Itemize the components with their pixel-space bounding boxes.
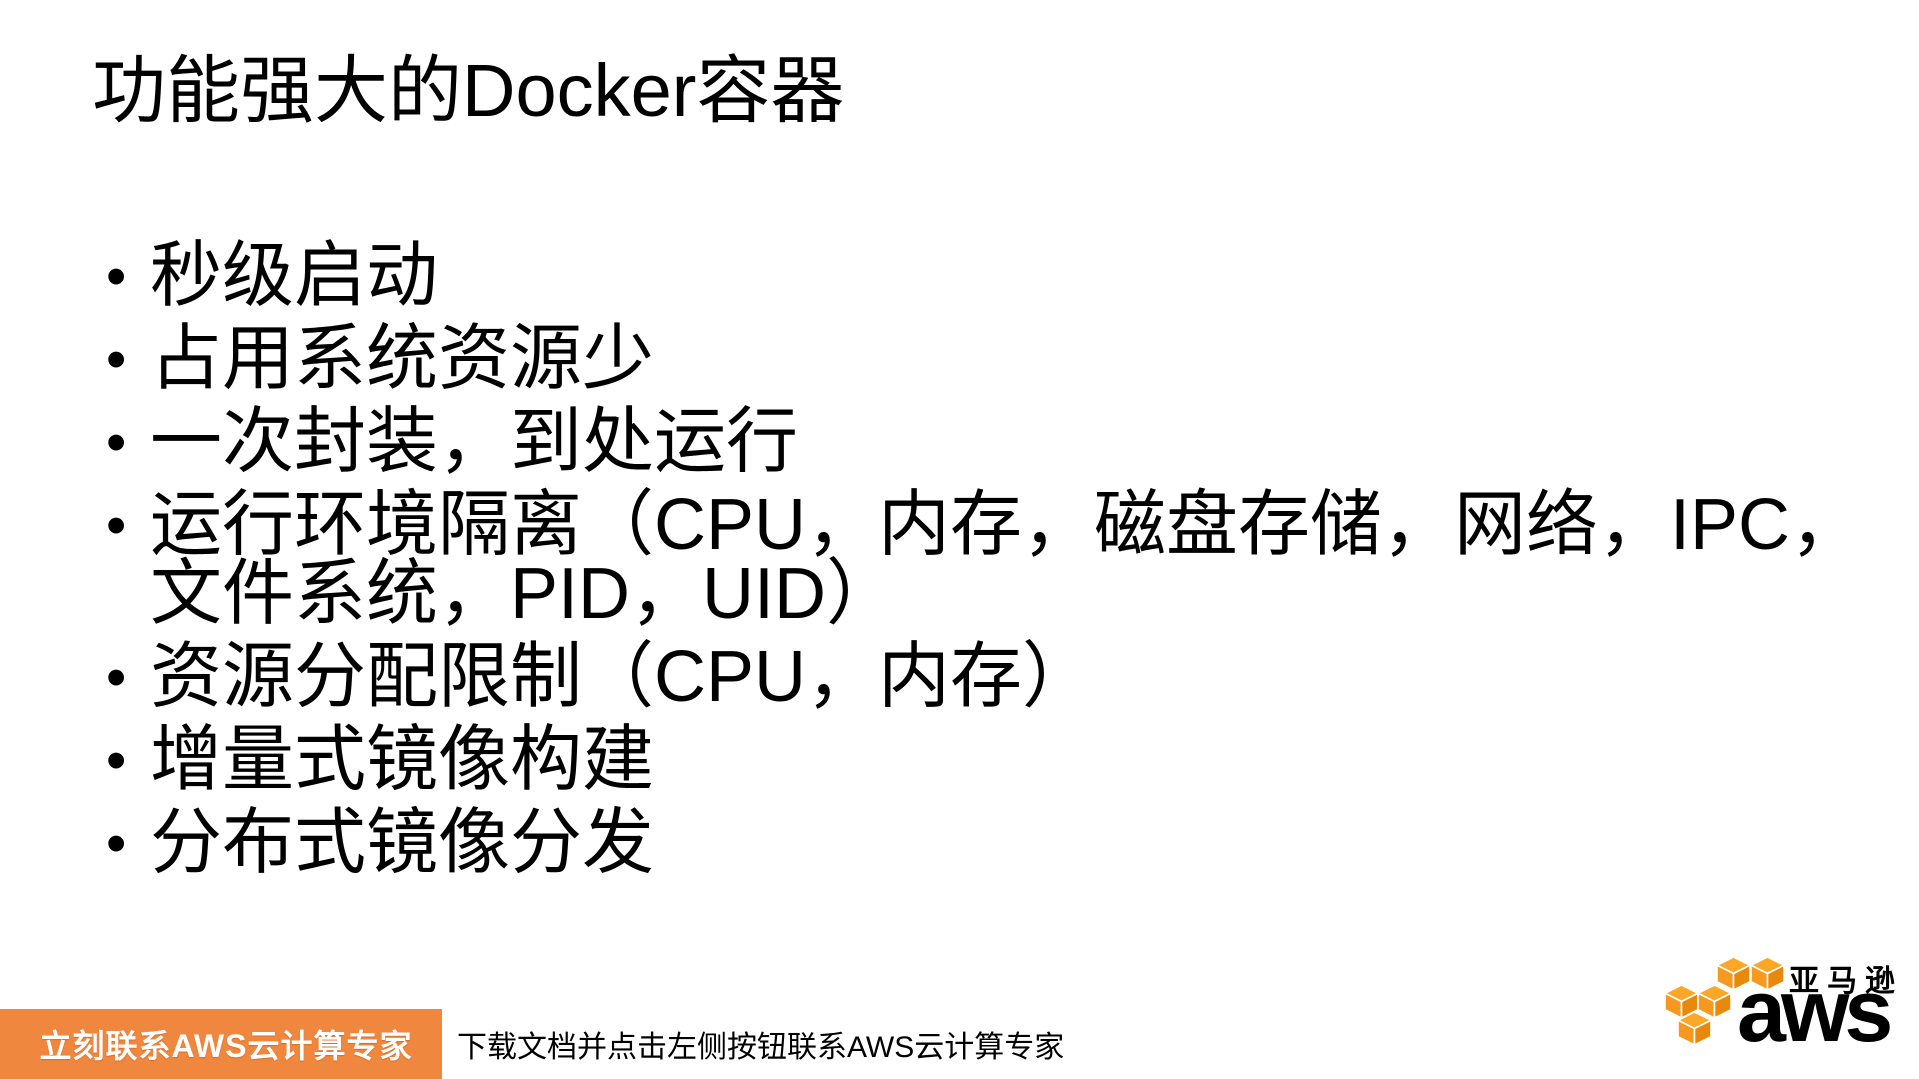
bullet-list: 秒级启动占用系统资源少一次封装，到处运行运行环境隔离（CPU，内存，磁盘存储，网… bbox=[104, 240, 1904, 892]
bullet-item: 运行环境隔离（CPU，内存，磁盘存储，网络，IPC， 文件系统，PID，UID） bbox=[104, 489, 1904, 630]
amazon-cn-label: 亚马逊 bbox=[1789, 965, 1903, 998]
footer-caption: 下载文档并点击左侧按钮联系AWS云计算专家 bbox=[457, 1031, 1065, 1064]
bullet-item: 增量式镜像构建 bbox=[104, 724, 1904, 796]
bullet-item: 秒级启动 bbox=[104, 240, 1904, 312]
aws-wordmark: aws bbox=[1737, 961, 1893, 1060]
aws-logo: 亚马逊 aws bbox=[1663, 953, 1915, 1055]
bullet-item: 一次封装，到处运行 bbox=[104, 406, 1904, 478]
bullet-item: 资源分配限制（CPU，内存） bbox=[104, 641, 1904, 713]
bullet-item: 分布式镜像分发 bbox=[104, 807, 1904, 879]
slide-title: 功能强大的Docker容器 bbox=[92, 49, 845, 132]
bullet-item: 占用系统资源少 bbox=[104, 323, 1904, 395]
aws-cubes-icon bbox=[1664, 956, 1785, 1046]
contact-aws-button[interactable]: 立刻联系AWS云计算专家 bbox=[0, 1009, 442, 1079]
